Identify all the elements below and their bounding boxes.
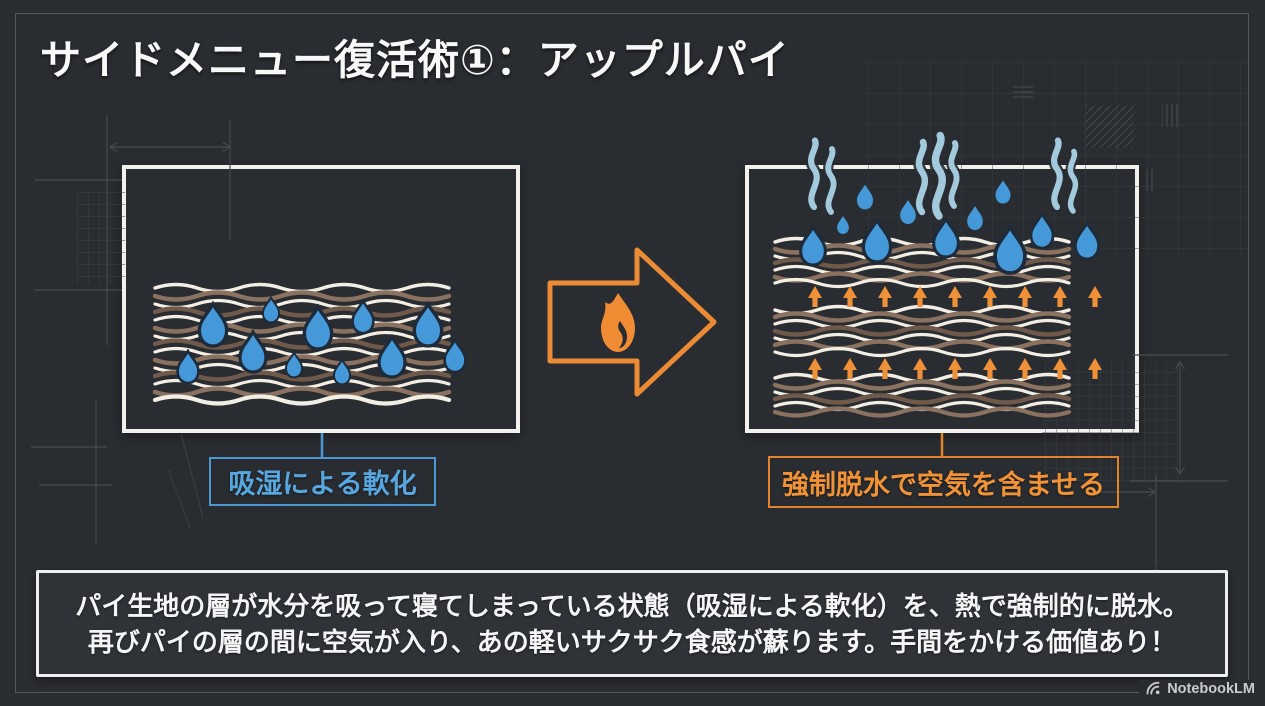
summary-line-1: パイ生地の層が水分を吸って寝てしまっている状態（吸湿による軟化）を、熱で強制的に… (75, 590, 1189, 621)
flame-icon (601, 293, 635, 352)
left-caption-box: 吸湿による軟化 (209, 457, 436, 506)
slide-title: サイドメニュー復活術①：アップルパイ (40, 37, 790, 83)
right-diagram-panel (745, 165, 1139, 433)
measurement-arrow-horizontal (108, 141, 232, 153)
watermark: NotebookLM (1139, 680, 1255, 697)
right-caption-box: 強制脱水で空気を含ませる (768, 456, 1119, 508)
left-caption-label: 吸湿による軟化 (228, 469, 417, 499)
watermark-brand: NotebookLM (1167, 680, 1255, 697)
right-caption-label: 強制脱水で空気を含ませる (781, 469, 1106, 500)
measurement-arrow-vertical (1174, 360, 1186, 476)
summary-box: パイ生地の層が水分を吸って寝てしまっている状態（吸湿による軟化）を、熱で強制的に… (36, 570, 1228, 677)
transition-arrow-icon (547, 247, 717, 397)
notebooklm-logo-icon (1146, 681, 1160, 695)
summary-line-2: 再びパイの層の間に空気が入り、あの軽いサクサク食感が蘇ります。手間をかける価値あ… (87, 626, 1177, 657)
left-diagram-panel (122, 165, 520, 433)
